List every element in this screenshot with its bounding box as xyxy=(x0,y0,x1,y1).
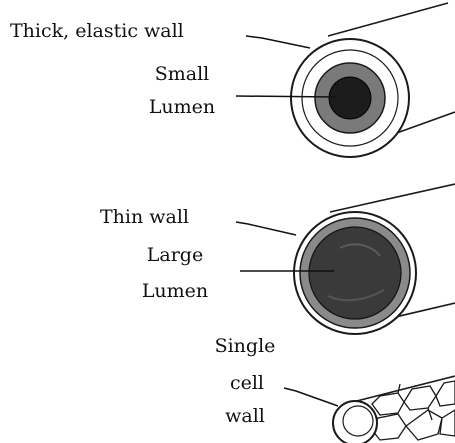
artery-lumen xyxy=(329,77,371,119)
label-artery-wall: Thick, elastic wall xyxy=(10,20,184,42)
label-artery-lumen-line2: Lumen xyxy=(149,96,215,118)
leader-artery-lumen xyxy=(236,96,336,97)
label-capillary-line1: Single xyxy=(215,335,276,357)
label-capillary-line3: wall xyxy=(225,405,265,427)
capillary xyxy=(333,376,455,443)
leader-artery-wall xyxy=(246,36,310,48)
artery xyxy=(291,0,455,157)
label-vein-lumen-line2: Lumen xyxy=(142,280,208,302)
label-vein-lumen-line1: Large xyxy=(147,244,203,266)
label-vein-wall: Thin wall xyxy=(100,206,189,228)
leader-vein-wall xyxy=(236,222,296,235)
vein-lumen xyxy=(309,227,401,319)
leader-capillary-wall xyxy=(284,388,338,406)
label-capillary-line2: cell xyxy=(230,372,264,394)
capillary-cross-section xyxy=(333,401,377,443)
vein xyxy=(294,184,455,334)
label-artery-lumen-line1: Small xyxy=(155,63,210,85)
